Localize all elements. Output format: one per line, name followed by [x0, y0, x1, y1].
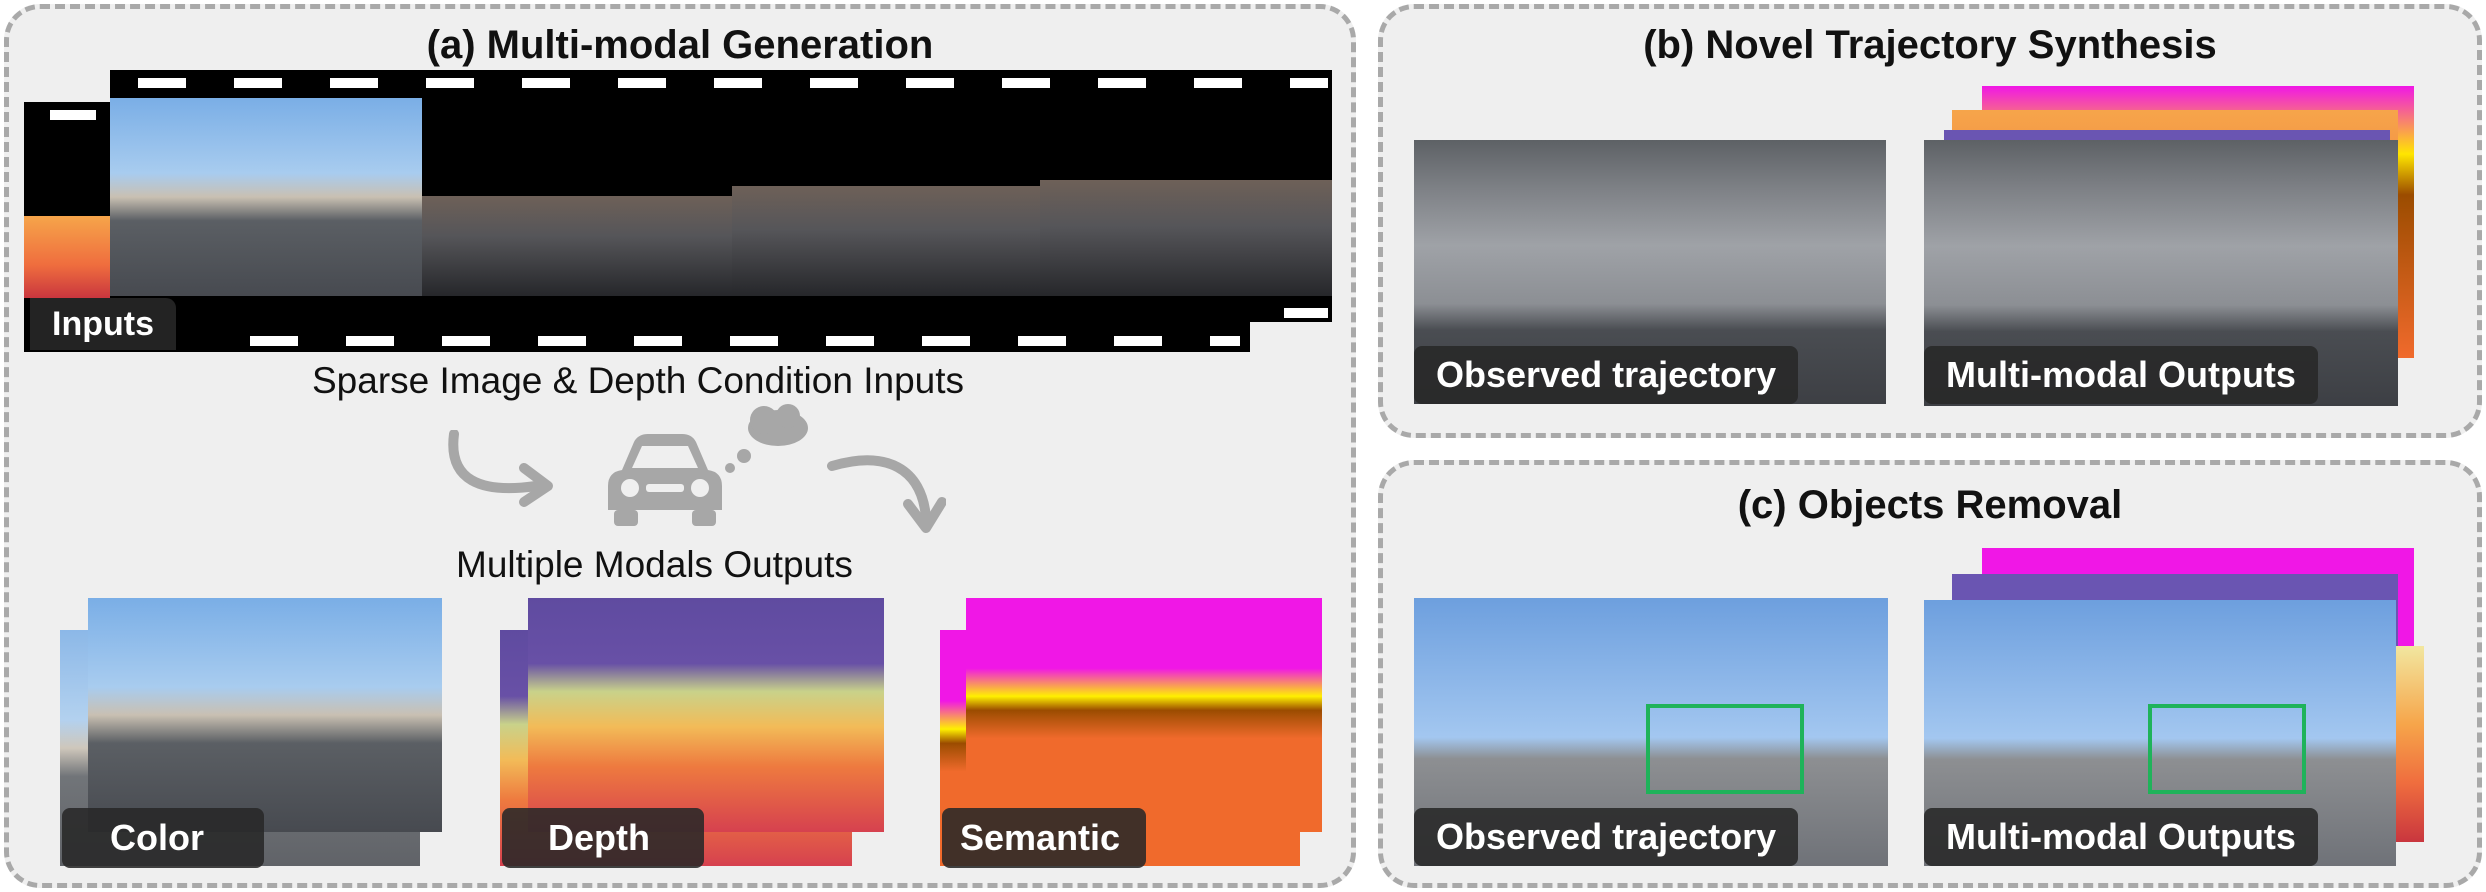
input-image-frame-2 [422, 196, 732, 296]
caption-sparse-inputs: Sparse Image & Depth Condition Inputs [312, 360, 964, 401]
thought-cloud-icon [725, 404, 808, 473]
output-semantic-image [966, 598, 1322, 832]
film-perforation-front-bottom [250, 336, 1240, 346]
multimodal-output-label-removal: Multi-modal Outputs [1924, 808, 2318, 866]
caption-multiple-outputs: Multiple Modals Outputs [456, 544, 853, 585]
curved-arrow-icon [448, 430, 553, 507]
input-perforation-small [50, 110, 96, 120]
film-perforation-top [138, 78, 1328, 88]
car-icon [608, 434, 722, 526]
output-depth-image [528, 598, 884, 832]
output-color-image [88, 598, 442, 832]
panel-b-title: (b) Novel Trajectory Synthesis [1643, 23, 2217, 67]
panel-a-title: (a) Multi-modal Generation [426, 23, 934, 67]
output-color-label: Color [62, 808, 264, 868]
panel-c-title: (c) Objects Removal [1737, 483, 2123, 527]
input-image-frame-1 [110, 98, 422, 296]
output-depth-label: Depth [502, 808, 704, 868]
removal-highlight-box-output [2148, 704, 2306, 794]
inputs-label: Inputs [30, 298, 176, 350]
removal-stack-depth [2394, 646, 2424, 842]
removal-highlight-box [1646, 704, 1804, 794]
multimodal-output-label: Multi-modal Outputs [1924, 346, 2318, 404]
input-image-frame-4 [1040, 180, 1332, 296]
output-semantic-label: Semantic [942, 808, 1146, 868]
input-depth-strip [24, 216, 110, 298]
observed-trajectory-label: Observed trajectory [1414, 346, 1799, 404]
input-image-frame-3 [732, 186, 1040, 296]
curved-arrow-icon [827, 455, 946, 533]
observed-trajectory-label-removal: Observed trajectory [1414, 808, 1799, 866]
